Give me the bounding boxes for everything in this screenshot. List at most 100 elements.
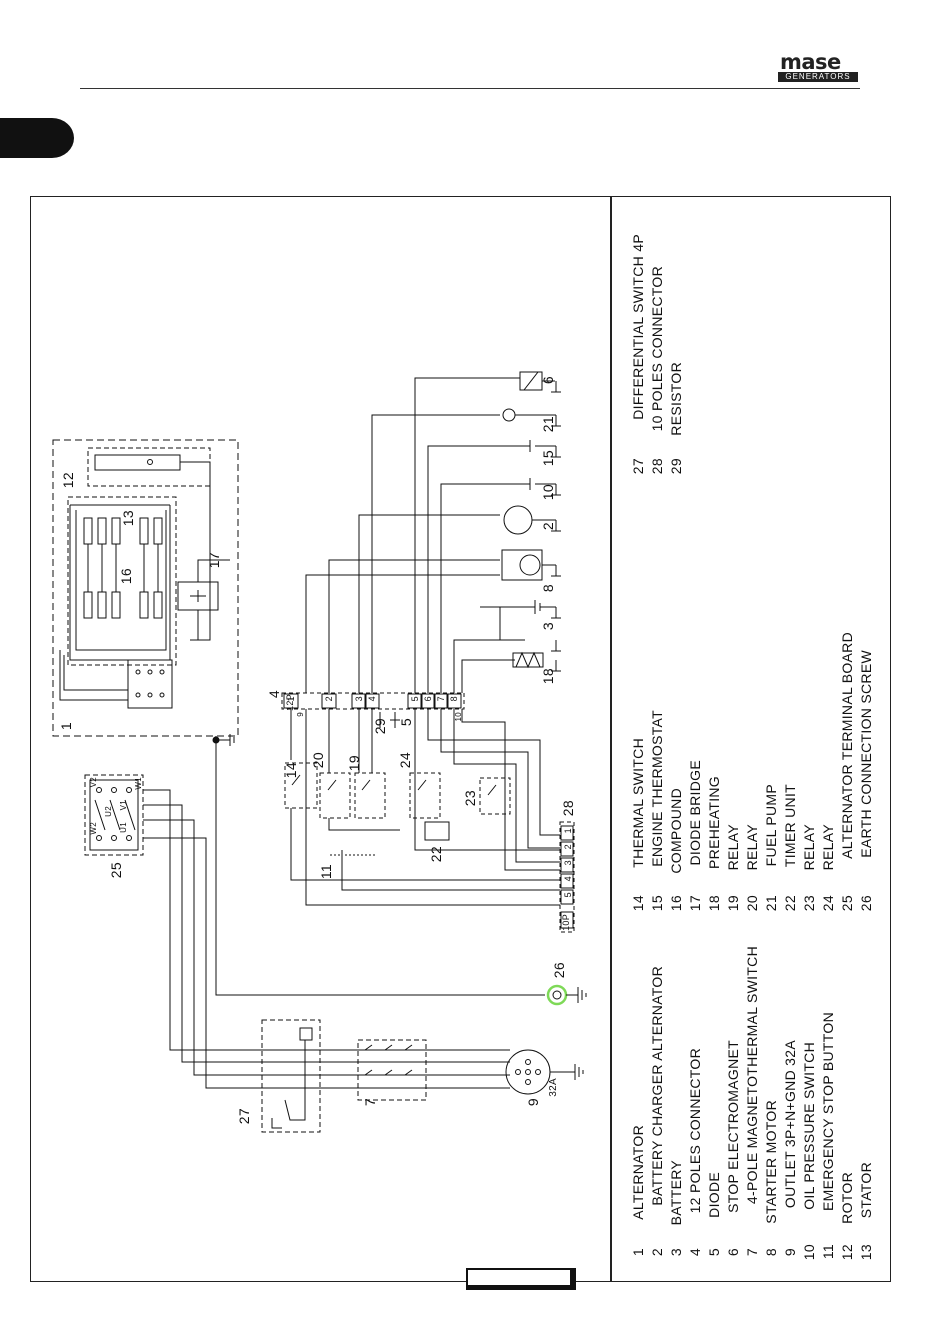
- connector-12p: [281, 692, 465, 710]
- legend-num-11: 11: [820, 1244, 836, 1260]
- label-8: 8: [540, 584, 556, 593]
- relay-19: [354, 772, 386, 819]
- alt-terminals: [59, 650, 173, 709]
- outlet: [505, 1049, 551, 1095]
- pin-4: 4: [367, 696, 377, 702]
- legend-label-3: BATTERY: [668, 1160, 684, 1226]
- legend-num-1: 1: [630, 1248, 646, 1257]
- legend-num-8: 8: [763, 1248, 779, 1257]
- header-rule: [80, 88, 860, 89]
- legend-num-23: 23: [801, 895, 817, 912]
- label-1: 1: [58, 722, 74, 731]
- label-23: 23: [462, 790, 478, 807]
- label-29: 29: [372, 718, 388, 735]
- label-21: 21: [540, 416, 556, 433]
- pin28-1: 1: [563, 828, 573, 834]
- legend-num-27: 27: [630, 458, 646, 475]
- header: mase GENERATORS: [0, 0, 950, 100]
- pin-8: 8: [449, 696, 459, 702]
- timer-unit: [424, 821, 450, 841]
- legend-num-18: 18: [706, 895, 722, 912]
- pin-7: 7: [436, 696, 446, 702]
- legend-num-4: 4: [687, 1248, 703, 1257]
- legend-num-19: 19: [725, 895, 741, 912]
- label-18: 18: [540, 668, 556, 685]
- label-7: 7: [362, 1098, 378, 1107]
- legend-label-6: STOP ELECTROMAGNET: [725, 1040, 741, 1213]
- legend-label-19: RELAY: [725, 824, 741, 871]
- legend-num-15: 15: [649, 895, 665, 912]
- legend-label-27: DIFFERENTIAL SWITCH 4P: [630, 234, 646, 420]
- pin-1: 1: [286, 696, 296, 702]
- legend-num-22: 22: [782, 895, 798, 912]
- legend-label-25: ALTERNATOR TERMINAL BOARD: [839, 632, 855, 859]
- label-11: 11: [318, 864, 334, 880]
- legend-label-14: THERMAL SWITCH: [630, 738, 646, 868]
- legend-num-13: 13: [858, 1244, 874, 1261]
- legend-label-7: 4-POLE MAGNETOTHERMAL SWITCH: [744, 946, 760, 1205]
- label-22: 22: [428, 846, 444, 863]
- battery-charger-alternator: [503, 505, 533, 535]
- terminal-v2: V2: [89, 777, 98, 788]
- label-4: 4: [266, 690, 282, 699]
- battery: [480, 600, 556, 614]
- pin28-2: 2: [563, 844, 573, 850]
- terminal-u1: U1: [119, 822, 128, 833]
- pin28-5: 5: [563, 892, 573, 898]
- label-3: 3: [540, 622, 556, 631]
- section-tab: [0, 118, 74, 158]
- label-5: 5: [398, 718, 414, 727]
- pin-3: 3: [354, 696, 364, 702]
- terminal-board: [84, 774, 144, 856]
- legend-num-24: 24: [820, 895, 836, 912]
- pin28-3: 3: [563, 860, 573, 866]
- legend-label-12: ROTOR: [839, 1172, 855, 1224]
- legend-num-25: 25: [839, 895, 855, 912]
- preheating: [512, 652, 544, 668]
- legend-label-22: TIMER UNIT: [782, 784, 798, 868]
- legend-num-3: 3: [668, 1248, 684, 1257]
- legend-label-17: DIODE BRIDGE: [687, 760, 703, 866]
- label-9: 9: [525, 1098, 541, 1107]
- pin28-4: 4: [563, 876, 573, 882]
- legend-label-8: STARTER MOTOR: [763, 1100, 779, 1224]
- legend-num-28: 28: [649, 458, 665, 475]
- pin-5: 5: [410, 696, 420, 702]
- stator-enclosure: [67, 496, 177, 666]
- alternator-enclosure: [52, 439, 239, 737]
- label-2: 2: [540, 522, 556, 531]
- label-26: 26: [551, 962, 567, 979]
- label-14: 14: [283, 762, 299, 779]
- legend-num-29: 29: [668, 458, 684, 475]
- label-24: 24: [397, 752, 413, 769]
- legend-label-24: RELAY: [820, 824, 836, 871]
- legend-label-10: OIL PRESSURE SWITCH: [801, 1042, 817, 1210]
- legend-label-9: OUTLET 3P+N+GND 32A: [782, 1040, 798, 1209]
- legend-label-16: COMPOUND: [668, 788, 684, 874]
- brand-name: mase: [780, 50, 841, 74]
- label-6: 6: [540, 376, 556, 385]
- diagram-frame: [30, 196, 891, 1282]
- legend-label-28: 10 POLES CONNECTOR: [649, 266, 665, 432]
- differential-switch: [261, 1019, 321, 1133]
- fuel-pump: [502, 408, 516, 422]
- label-20: 20: [310, 752, 326, 769]
- magnetothermal-switch: [357, 1039, 427, 1101]
- page-number-box: [466, 1268, 576, 1290]
- label-13: 13: [120, 510, 136, 527]
- rotor-enclosure: [87, 447, 211, 487]
- starter-motor: [501, 549, 543, 581]
- label-16: 16: [118, 568, 134, 585]
- relay-23: [479, 777, 511, 815]
- relay-24: [409, 772, 441, 819]
- label-19: 19: [346, 755, 362, 772]
- legend-num-16: 16: [668, 895, 684, 912]
- terminal-w2: W2: [89, 822, 98, 835]
- outlet-rating: 32A: [548, 1078, 559, 1097]
- label-15: 15: [540, 450, 556, 467]
- relay-20: [319, 772, 351, 819]
- diode: [390, 712, 400, 728]
- ground-symbols: [551, 381, 561, 672]
- legend-label-20: RELAY: [744, 824, 760, 871]
